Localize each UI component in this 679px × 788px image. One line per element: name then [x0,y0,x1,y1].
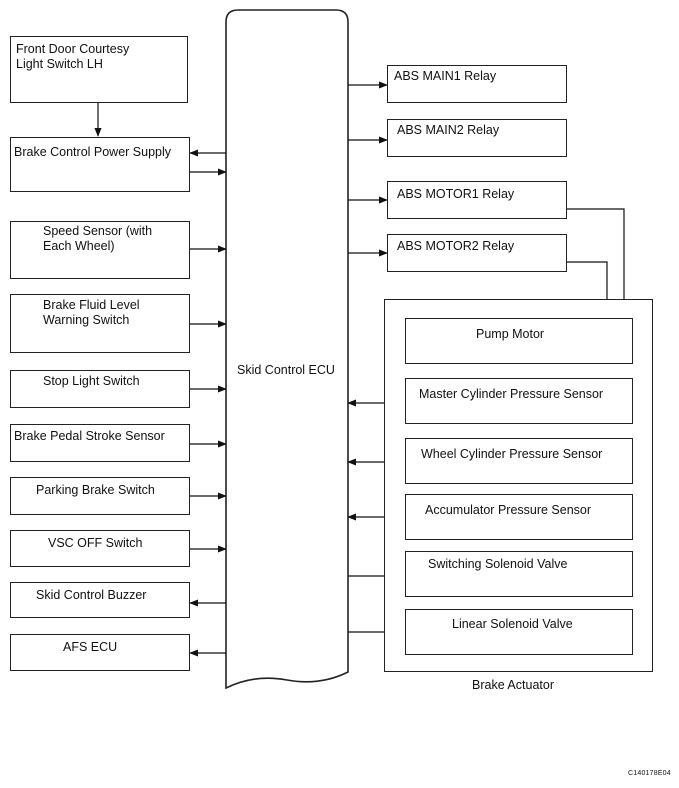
abs-main1-relay-box: ABS MAIN1 Relay [387,65,567,103]
linear-solenoid-valve-box: Linear Solenoid Valve [405,609,633,655]
brake-control-power-supply-box: Brake Control Power Supply [10,137,190,192]
brake-fluid-level-switch-box: Brake Fluid Level Warning Switch [10,294,190,353]
skid-control-buzzer-box: Skid Control Buzzer [10,582,190,618]
master-cylinder-sensor-label: Master Cylinder Pressure Sensor [419,387,604,401]
ecu-label: Skid Control ECU [237,363,335,377]
wire-motor1-to-pump [567,208,628,319]
pump-motor-label: Pump Motor [476,327,545,341]
front-door-courtesy-switch-box: Front Door Courtesy Light Switch LH [10,36,188,103]
linear-solenoid-valve-label: Linear Solenoid Valve [452,617,573,631]
stop-light-switch-box: Stop Light Switch [10,370,190,408]
abs-main2-relay-label: ABS MAIN2 Relay [397,123,500,137]
front-door-courtesy-switch-label: Front Door Courtesy Light Switch LH [16,42,130,71]
master-cylinder-sensor-box: Master Cylinder Pressure Sensor [405,378,633,424]
pump-motor-box: Pump Motor [405,318,633,364]
accumulator-sensor-box: Accumulator Pressure Sensor [405,494,633,540]
parking-brake-switch-box: Parking Brake Switch [10,477,190,515]
switching-solenoid-valve-box: Switching Solenoid Valve [405,551,633,597]
accumulator-sensor-label: Accumulator Pressure Sensor [425,503,592,517]
abs-motor2-relay-box: ABS MOTOR2 Relay [387,234,567,272]
switching-solenoid-valve-label: Switching Solenoid Valve [428,557,568,571]
skid-control-buzzer-label: Skid Control Buzzer [36,588,147,602]
abs-motor2-relay-label: ABS MOTOR2 Relay [397,239,515,253]
brake-actuator-label: Brake Actuator [472,678,554,692]
stop-light-switch-label: Stop Light Switch [43,374,140,388]
speed-sensor-box: Speed Sensor (with Each Wheel) [10,221,190,279]
parking-brake-switch-label: Parking Brake Switch [36,483,155,497]
brake-fluid-level-switch-label: Brake Fluid Level Warning Switch [43,298,140,327]
abs-main2-relay-box: ABS MAIN2 Relay [387,119,567,157]
wheel-cylinder-sensor-box: Wheel Cylinder Pressure Sensor [405,438,633,484]
figure-code: C140178E04 [628,770,671,777]
abs-motor1-relay-box: ABS MOTOR1 Relay [387,181,567,219]
afs-ecu-label: AFS ECU [63,640,118,654]
brake-control-power-supply-label: Brake Control Power Supply [14,145,172,159]
ecu-body [225,9,349,690]
brake-pedal-stroke-sensor-box: Brake Pedal Stroke Sensor [10,424,190,462]
vsc-off-switch-box: VSC OFF Switch [10,530,190,567]
brake-pedal-stroke-sensor-label: Brake Pedal Stroke Sensor [14,429,165,443]
speed-sensor-label: Speed Sensor (with Each Wheel) [43,224,153,253]
afs-ecu-box: AFS ECU [10,634,190,671]
abs-motor1-relay-label: ABS MOTOR1 Relay [397,187,515,201]
abs-main1-relay-label: ABS MAIN1 Relay [394,69,497,83]
vsc-off-switch-label: VSC OFF Switch [48,536,143,550]
wheel-cylinder-sensor-label: Wheel Cylinder Pressure Sensor [421,447,603,461]
